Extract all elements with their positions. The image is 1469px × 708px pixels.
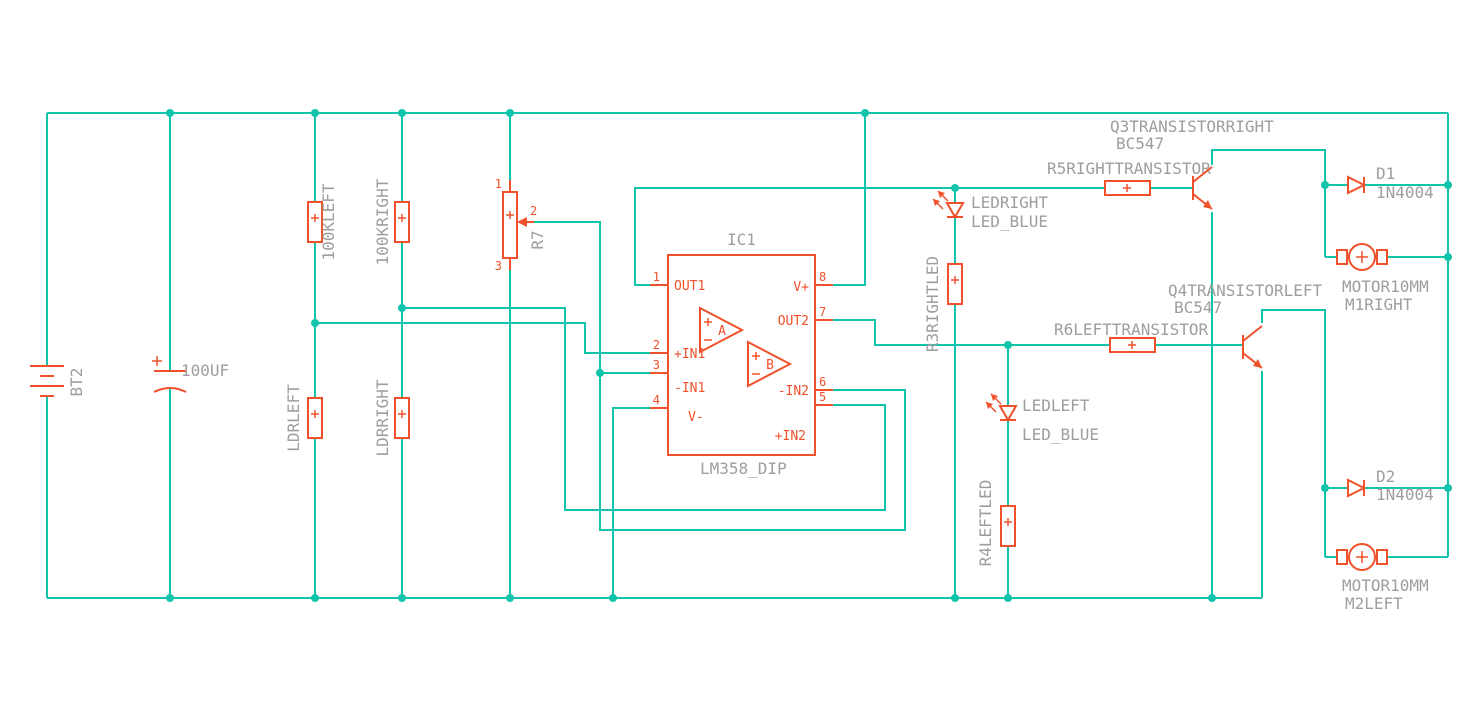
opamp-ic1[interactable]: A B 1 2 3 4 8 7 6 5 OUT1 V+ OUT2 +IN1 -I…: [650, 230, 833, 478]
ic-pin8-name: V+: [793, 280, 809, 295]
ic-value-label: LM358_DIP: [700, 459, 787, 478]
ic-pin7-number: 7: [819, 305, 826, 319]
resistor-r5-label: R5RIGHTTRANSISTOR: [1047, 159, 1211, 178]
ic-name-label: IC1: [727, 230, 756, 249]
diode-d1-name-label: D1: [1376, 164, 1395, 183]
resistor-r4-left-led[interactable]: R4LEFTLED: [976, 480, 1016, 567]
opamp-unit-b-label: B: [766, 358, 774, 373]
diode-d1[interactable]: D1 1N4004: [1347, 164, 1434, 202]
pot-pin2-number: 2: [530, 204, 537, 218]
led-right-name-label: LEDRIGHT: [971, 193, 1048, 212]
transistor-q4-name-label: Q4TRANSISTORLEFT: [1168, 281, 1322, 300]
resistor-r6-base-left[interactable]: R6LEFTTRANSISTOR: [1054, 320, 1208, 353]
capacitor-100uf[interactable]: 100UF: [152, 356, 229, 393]
led-left-name-label: LEDLEFT: [1022, 396, 1090, 415]
diode-d1-value-label: 1N4004: [1376, 183, 1434, 202]
motor-m2-value-label: MOTOR10MM: [1342, 576, 1429, 595]
transistor-q3-name-label: Q3TRANSISTORRIGHT: [1110, 117, 1274, 136]
led-left[interactable]: LEDLEFT LED_BLUE: [985, 393, 1099, 444]
motor-m1-name-label: M1RIGHT: [1345, 295, 1413, 314]
transistor-q3-right[interactable]: Q3TRANSISTORRIGHT BC547: [1110, 117, 1274, 210]
led-left-value-label: LED_BLUE: [1022, 425, 1099, 444]
motor-m1-value-label: MOTOR10MM: [1342, 277, 1429, 296]
ic-pin4-name: V-: [688, 410, 704, 425]
ic-pin1-number: 1: [653, 270, 660, 284]
ldr-left-label: LDRLEFT: [284, 384, 303, 452]
potentiometer-r7[interactable]: 1 2 3 R7: [495, 177, 547, 273]
resistor-r6-label: R6LEFTTRANSISTOR: [1054, 320, 1208, 339]
resistor-100kleft-label: 100KLEFT: [319, 183, 338, 260]
resistor-100kright[interactable]: 100KRIGHT: [373, 178, 410, 265]
ldr-left[interactable]: LDRLEFT: [284, 384, 323, 452]
pot-pin3-number: 3: [495, 259, 502, 273]
led-right-value-label: LED_BLUE: [971, 212, 1048, 231]
ldr-right[interactable]: LDRRIGHT: [373, 379, 410, 457]
ldr-right-label: LDRRIGHT: [373, 379, 392, 456]
pot-pin1-number: 1: [495, 177, 502, 191]
resistor-100kright-label: 100KRIGHT: [373, 178, 392, 265]
motor-m1-right[interactable]: MOTOR10MM M1RIGHT: [1336, 243, 1429, 314]
led-right[interactable]: LEDRIGHT LED_BLUE: [932, 190, 1048, 231]
ic-pin7-name: OUT2: [778, 314, 809, 329]
resistor-r3-right-led[interactable]: R3RIGHTLED: [923, 256, 963, 352]
diode-d2-name-label: D2: [1376, 467, 1395, 486]
junction-dots: [166, 109, 1452, 602]
opamp-unit-a-label: A: [718, 324, 726, 339]
battery-bt2[interactable]: BT2: [30, 365, 86, 397]
motor-m2-left[interactable]: MOTOR10MM M2LEFT: [1336, 543, 1429, 613]
ic-pin2-number: 2: [653, 338, 660, 352]
transistor-q4-value-label: BC547: [1174, 298, 1222, 317]
ic-pin6-name: -IN2: [778, 384, 809, 399]
ic-pin3-number: 3: [653, 358, 660, 372]
ic-pin2-name: +IN1: [674, 347, 705, 362]
transistor-q4-left[interactable]: Q4TRANSISTORLEFT BC547: [1168, 281, 1322, 369]
ic-pin3-name: -IN1: [674, 381, 705, 396]
schematic-wires: [46, 112, 1449, 599]
ic-pin4-number: 4: [653, 393, 660, 407]
pot-name-label: R7: [528, 230, 547, 249]
diode-d2-value-label: 1N4004: [1376, 485, 1434, 504]
ic-pin1-name: OUT1: [674, 279, 705, 294]
resistor-r4-label: R4LEFTLED: [976, 480, 995, 567]
resistor-r3-label: R3RIGHTLED: [923, 256, 942, 352]
ic-pin5-number: 5: [819, 390, 826, 404]
resistor-100kleft[interactable]: 100KLEFT: [307, 183, 338, 261]
capacitor-value-label: 100UF: [181, 361, 229, 380]
diode-d2[interactable]: D2 1N4004: [1347, 467, 1434, 504]
ic-pin5-name: +IN2: [775, 429, 806, 444]
battery-name-label: BT2: [67, 368, 86, 397]
ic-pin6-number: 6: [819, 375, 826, 389]
ic-pin8-number: 8: [819, 270, 826, 284]
resistor-r5-base-right[interactable]: R5RIGHTTRANSISTOR: [1047, 159, 1211, 196]
motor-m2-name-label: M2LEFT: [1345, 594, 1403, 613]
transistor-q3-value-label: BC547: [1116, 134, 1164, 153]
